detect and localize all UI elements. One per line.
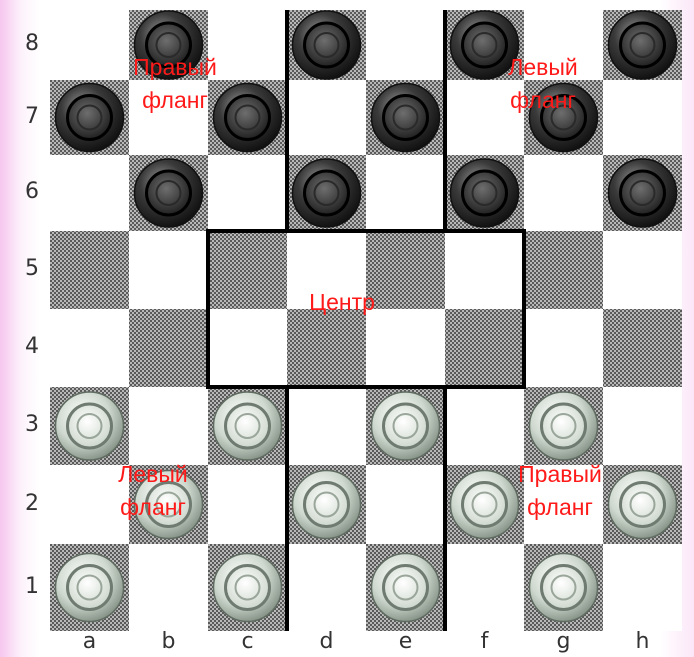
square-g5[interactable] <box>524 231 603 309</box>
square-e5[interactable] <box>366 231 445 309</box>
square-d3[interactable] <box>287 387 366 465</box>
file-label-e: e <box>366 629 445 654</box>
square-h7[interactable] <box>603 80 682 155</box>
white-piece-g1[interactable] <box>530 554 598 622</box>
square-a4[interactable] <box>50 309 129 387</box>
square-c5[interactable] <box>208 231 287 309</box>
rank-label-1: 1 <box>20 574 44 599</box>
black-piece-e7[interactable] <box>372 84 440 152</box>
black-piece-a7[interactable] <box>56 84 124 152</box>
rank-label-3: 3 <box>20 412 44 437</box>
square-f1[interactable] <box>445 544 524 631</box>
square-e4[interactable] <box>366 309 445 387</box>
white-piece-c1[interactable] <box>214 554 282 622</box>
square-h1[interactable] <box>603 544 682 631</box>
white-piece-h2[interactable] <box>609 471 677 539</box>
rank-label-7: 7 <box>20 104 44 129</box>
square-a5[interactable] <box>50 231 129 309</box>
square-b3[interactable] <box>129 387 208 465</box>
white-piece-f2[interactable] <box>451 471 519 539</box>
rank-label-5: 5 <box>20 256 44 281</box>
white-piece-g3[interactable] <box>530 392 598 460</box>
file-label-c: c <box>208 629 287 654</box>
square-e2[interactable] <box>366 465 445 544</box>
square-h5[interactable] <box>603 231 682 309</box>
white-piece-e1[interactable] <box>372 554 440 622</box>
black-piece-c7[interactable] <box>214 84 282 152</box>
square-d7[interactable] <box>287 80 366 155</box>
square-h3[interactable] <box>603 387 682 465</box>
center-label: Центр <box>309 289 375 315</box>
file-label-a: a <box>50 629 129 654</box>
rank-label-4: 4 <box>20 334 44 359</box>
square-f5[interactable] <box>445 231 524 309</box>
square-c4[interactable] <box>208 309 287 387</box>
square-g6[interactable] <box>524 155 603 231</box>
black-piece-d8[interactable] <box>293 11 361 79</box>
rank-label-6: 6 <box>20 179 44 204</box>
square-b4[interactable] <box>129 309 208 387</box>
black-piece-h8[interactable] <box>609 11 677 79</box>
white-piece-a3[interactable] <box>56 392 124 460</box>
square-d1[interactable] <box>287 544 366 631</box>
square-e6[interactable] <box>366 155 445 231</box>
file-label-f: f <box>445 629 524 654</box>
square-e8[interactable] <box>366 10 445 80</box>
file-label-g: g <box>524 629 603 654</box>
white-piece-c3[interactable] <box>214 392 282 460</box>
square-b1[interactable] <box>129 544 208 631</box>
file-label-b: b <box>129 629 208 654</box>
square-d4[interactable] <box>287 309 366 387</box>
black-piece-f6[interactable] <box>451 159 519 227</box>
rank-label-2: 2 <box>20 491 44 516</box>
square-f3[interactable] <box>445 387 524 465</box>
black-piece-b6[interactable] <box>135 159 203 227</box>
black-piece-h6[interactable] <box>609 159 677 227</box>
rank-label-8: 8 <box>20 31 44 56</box>
square-c8[interactable] <box>208 10 287 80</box>
square-c2[interactable] <box>208 465 287 544</box>
square-a6[interactable] <box>50 155 129 231</box>
white-piece-e3[interactable] <box>372 392 440 460</box>
white-piece-d2[interactable] <box>293 471 361 539</box>
file-label-d: d <box>287 629 366 654</box>
file-label-h: h <box>603 629 682 654</box>
square-g4[interactable] <box>524 309 603 387</box>
black-piece-d6[interactable] <box>293 159 361 227</box>
square-c6[interactable] <box>208 155 287 231</box>
square-f4[interactable] <box>445 309 524 387</box>
white-piece-a1[interactable] <box>56 554 124 622</box>
square-h4[interactable] <box>603 309 682 387</box>
square-a8[interactable] <box>50 10 129 80</box>
square-b5[interactable] <box>129 231 208 309</box>
square-a2[interactable] <box>50 465 129 544</box>
